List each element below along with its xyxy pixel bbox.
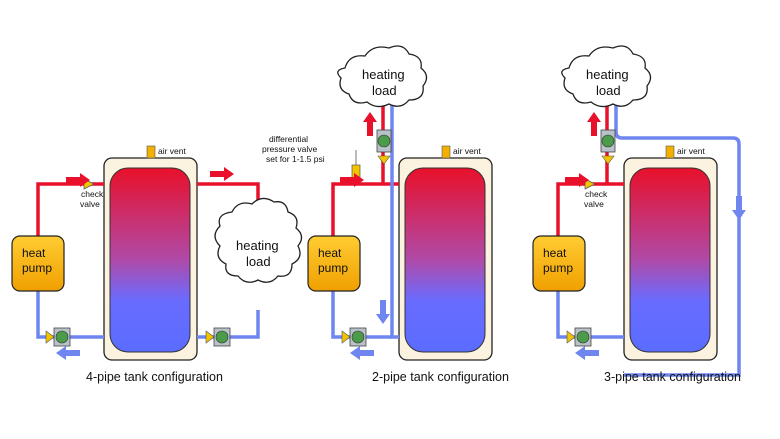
tank	[404, 167, 486, 353]
air-vent-icon	[146, 145, 156, 159]
tank	[109, 167, 191, 353]
heat-pump-label-2: pump	[318, 261, 348, 275]
cold-load-pipe	[390, 98, 399, 339]
heat-pump	[11, 235, 65, 292]
air-vent-icon	[665, 145, 675, 159]
heat-pump-label-2: pump	[543, 261, 573, 275]
heat-pump	[307, 235, 361, 292]
heating-load-label-1: heating	[236, 238, 279, 253]
diff-valve-label-1: differential	[269, 134, 308, 144]
cloud-icon	[214, 197, 303, 283]
tank	[629, 167, 711, 353]
cloud-icon	[561, 45, 652, 108]
air-vent-label: air vent	[453, 146, 482, 156]
heat-pump	[532, 235, 586, 292]
heat-pump-label-1: heat	[543, 246, 567, 260]
hot-load-pipe	[197, 182, 260, 206]
arrow-icon	[587, 112, 601, 136]
check-valve-label-1: check	[81, 189, 104, 199]
arrow-icon	[732, 196, 746, 220]
config-2-pipe: heat pump heating load air vent differen…	[262, 45, 509, 384]
arrow-icon	[376, 300, 390, 324]
pump-icon	[205, 327, 231, 347]
pump-icon	[566, 327, 592, 347]
heat-pump-label-1: heat	[22, 246, 46, 260]
check-valve-label-2: valve	[80, 199, 100, 209]
arrow-icon	[56, 346, 80, 360]
cold-return-pipe	[36, 290, 104, 339]
arrow-icon	[363, 112, 377, 136]
arrow-icon	[565, 173, 589, 187]
arrow-icon	[66, 173, 90, 187]
heat-pump-label-2: pump	[22, 261, 52, 275]
air-vent-label: air vent	[158, 146, 187, 156]
pump-icon	[376, 129, 392, 165]
pump-icon	[341, 327, 367, 347]
arrow-icon	[210, 167, 234, 181]
cold-return-pipe	[556, 290, 624, 339]
caption-4-pipe: 4-pipe tank configuration	[86, 370, 223, 384]
air-vent-label: air vent	[677, 146, 706, 156]
config-4-pipe: heat pump heating load air vent check va…	[11, 145, 303, 384]
pump-icon	[600, 129, 616, 165]
caption-2-pipe: 2-pipe tank configuration	[372, 370, 509, 384]
caption-3-pipe: 3-pipe tank configuration	[604, 370, 741, 384]
heating-load-label-1: heating	[362, 67, 405, 82]
diff-valve-label-3: set for 1-1.5 psi	[266, 154, 325, 164]
cold-load-pipe	[614, 98, 741, 377]
cold-return-pipe	[331, 290, 392, 339]
air-vent-icon	[441, 145, 451, 159]
hot-supply-pipe	[331, 182, 399, 247]
cloud-icon	[337, 45, 428, 108]
check-valve-label-1: check	[585, 189, 608, 199]
check-valve-icon	[584, 178, 596, 190]
heating-load-label-2: load	[596, 83, 621, 98]
heat-pump-label-1: heat	[318, 246, 342, 260]
config-3-pipe: heat pump heating load air vent check va…	[532, 45, 746, 384]
heating-load-label-2: load	[246, 254, 271, 269]
heating-load-label-2: load	[372, 83, 397, 98]
check-valve-label-2: valve	[584, 199, 604, 209]
diff-valve-label-2: pressure valve	[262, 144, 318, 154]
pump-icon	[45, 327, 71, 347]
arrow-icon	[340, 173, 364, 187]
hot-supply-pipe	[556, 182, 624, 247]
arrow-icon	[575, 346, 599, 360]
heating-load-label-1: heating	[586, 67, 629, 82]
arrow-icon	[350, 346, 374, 360]
